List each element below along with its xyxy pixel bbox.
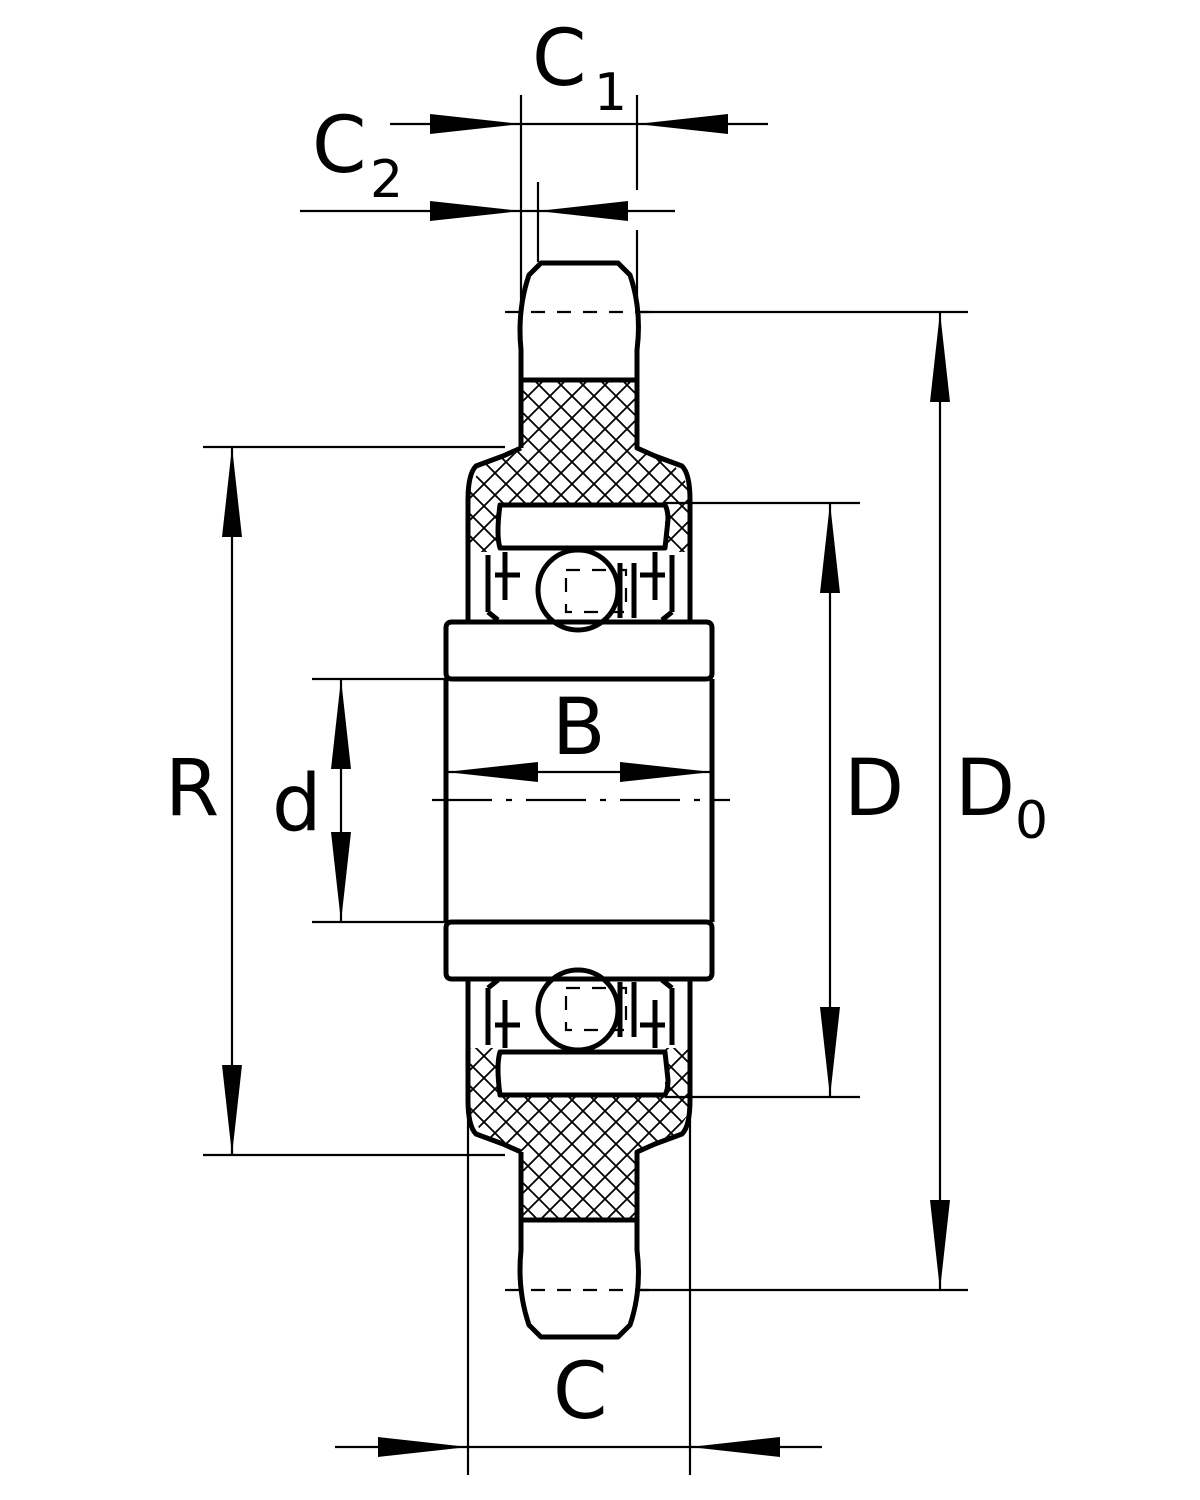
label-c1: C bbox=[532, 14, 586, 104]
bearing-inner-ring bbox=[443, 619, 715, 982]
bearing-ball-top bbox=[535, 547, 637, 633]
dimension-d-outer bbox=[665, 501, 860, 1099]
bearing-seals-bottom bbox=[465, 978, 693, 1048]
dimension-d-bore bbox=[312, 677, 446, 924]
dimension-c bbox=[335, 1100, 822, 1475]
bearing-outer-ring bbox=[495, 502, 671, 1098]
bearing-ball-bottom bbox=[535, 967, 637, 1053]
sprocket-lower-section bbox=[468, 1048, 690, 1220]
label-d-outer: D bbox=[844, 744, 904, 834]
label-d-bore: d bbox=[272, 759, 322, 849]
label-c: C bbox=[553, 1347, 607, 1437]
label-c2-subscript: 2 bbox=[370, 150, 403, 210]
label-c2: C bbox=[312, 101, 366, 191]
dimension-r bbox=[203, 445, 505, 1157]
sprocket-upper-section bbox=[468, 380, 690, 552]
bearing-seals-top bbox=[465, 552, 693, 622]
label-d0-subscript: 0 bbox=[1015, 791, 1048, 851]
label-d0: D bbox=[955, 744, 1015, 834]
label-c1-subscript: 1 bbox=[594, 63, 627, 123]
dimension-c1 bbox=[390, 95, 768, 310]
label-b: B bbox=[552, 683, 606, 773]
dimension-d0 bbox=[637, 310, 968, 1292]
sprocket-bottom-outline bbox=[517, 980, 693, 1340]
dimension-c2 bbox=[300, 182, 675, 310]
label-r: R bbox=[165, 744, 219, 834]
dimension-b bbox=[446, 762, 712, 782]
